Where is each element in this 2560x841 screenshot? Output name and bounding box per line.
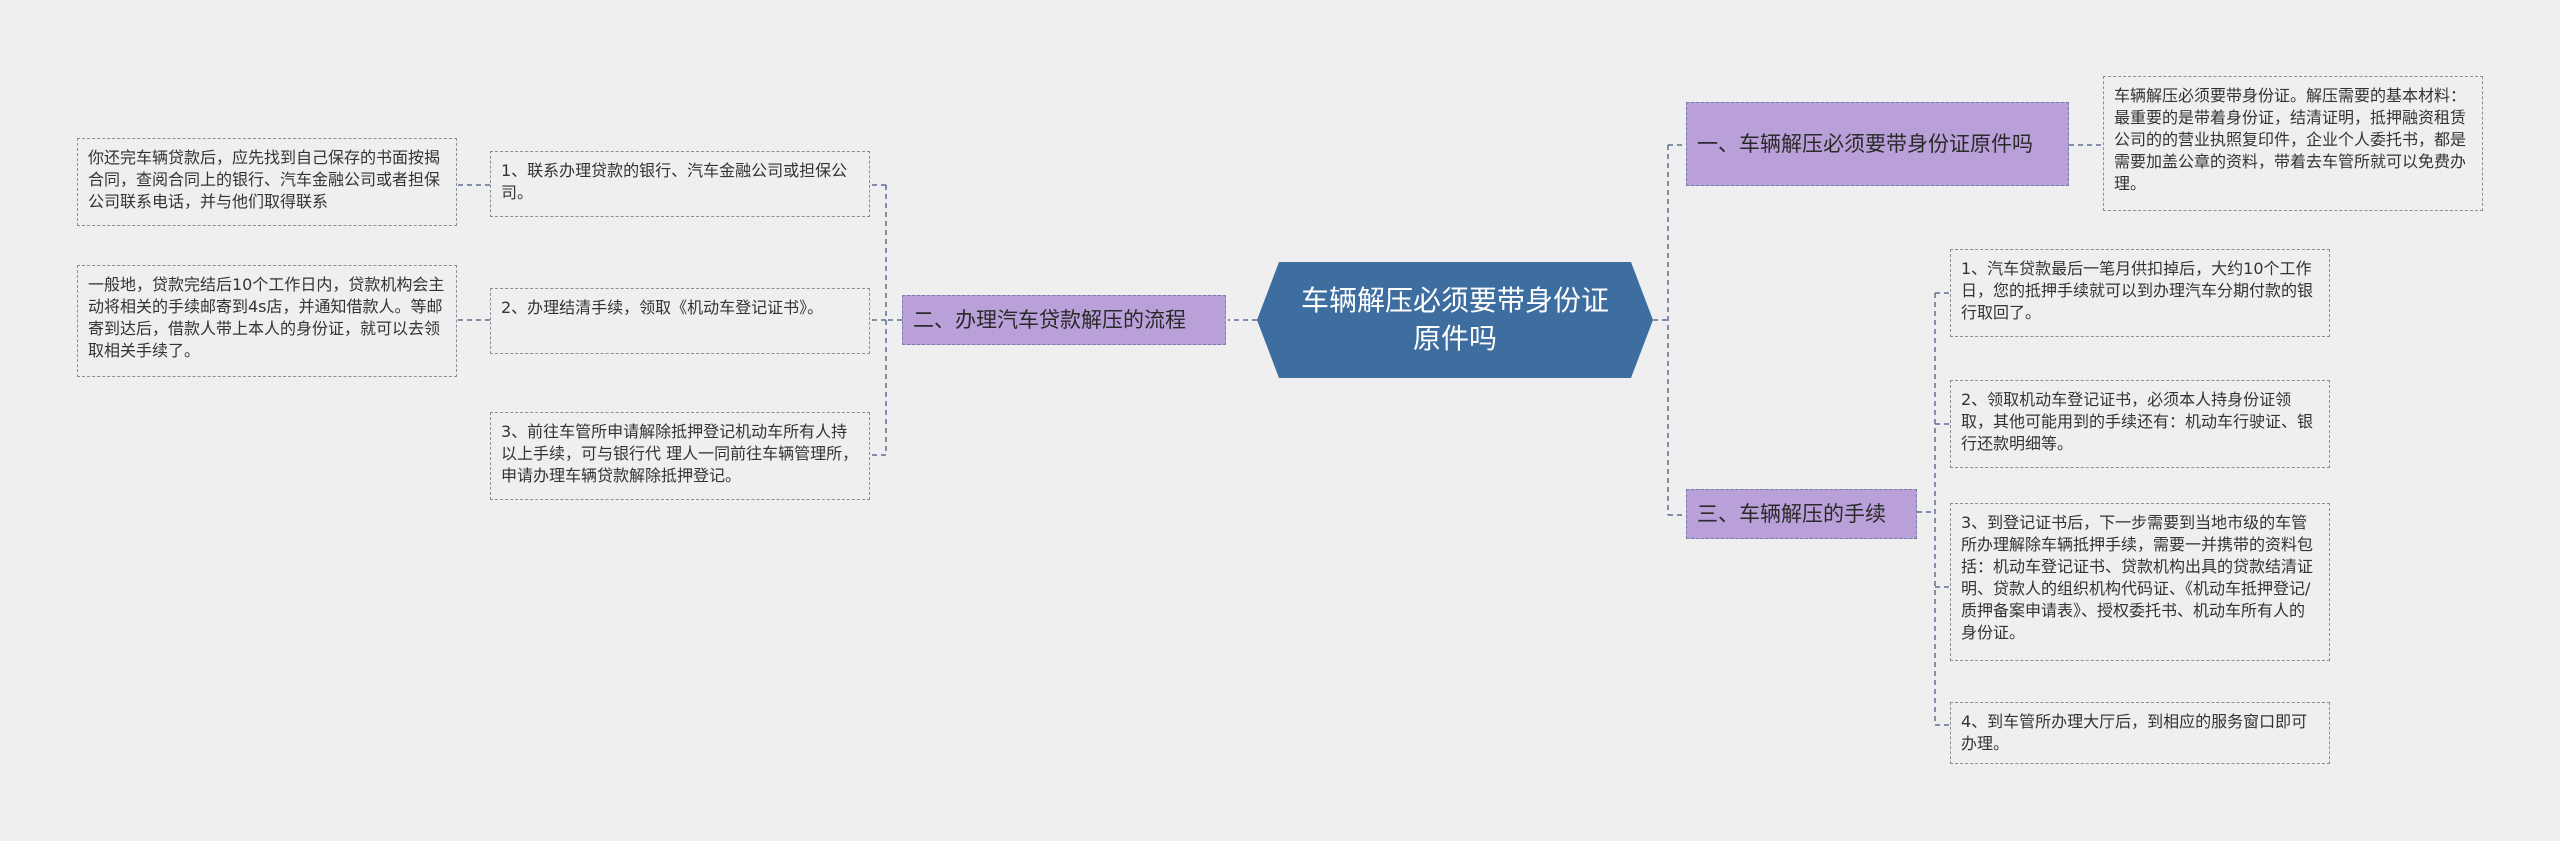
branch-id-card-required[interactable]: 一、车辆解压必须要带身份证原件吗: [1686, 102, 2069, 186]
leaf-step-contact-lender[interactable]: 1、联系办理贷款的银行、汽车金融公司或担保公司。: [490, 151, 870, 217]
branch-loan-release-process[interactable]: 二、办理汽车贷款解压的流程: [902, 295, 1226, 345]
connector-b2-leaves: [870, 184, 902, 456]
leaf-id-card-answer[interactable]: 车辆解压必须要带身份证。解压需要的基本材料：最重要的是带着身份证，结清证明，抵押…: [2103, 76, 2483, 211]
branch-release-procedures[interactable]: 三、车辆解压的手续: [1686, 489, 1917, 539]
leaf-step-dmv-release[interactable]: 3、前往车管所申请解除抵押登记机动车所有人持以上手续，可与银行代 理人一同前往车…: [490, 412, 870, 500]
central-topic[interactable]: 车辆解压必须要带身份证原件吗: [1257, 262, 1653, 378]
leaf-step-settle-loan[interactable]: 2、办理结清手续，领取《机动车登记证书》。: [490, 288, 870, 354]
connector-b3-leaves: [1917, 292, 1950, 726]
leaf-procedure-2[interactable]: 2、领取机动车登记证书，必须本人持身份证领取，其他可能用到的手续还有：机动车行驶…: [1950, 380, 2330, 468]
leaf-step-settle-loan-detail[interactable]: 一般地，贷款完结后10个工作日内，贷款机构会主动将相关的手续邮寄到4s店，并通知…: [77, 265, 457, 377]
leaf-step-contact-lender-detail[interactable]: 你还完车辆贷款后，应先找到自己保存的书面按揭合同，查阅合同上的银行、汽车金融公司…: [77, 138, 457, 226]
leaf-procedure-1[interactable]: 1、汽车贷款最后一笔月供扣掉后，大约10个工作日，您的抵押手续就可以到办理汽车分…: [1950, 249, 2330, 337]
leaf-procedure-4[interactable]: 4、到车管所办理大厅后，到相应的服务窗口即可办理。: [1950, 702, 2330, 764]
connector-root-right: [1653, 144, 1686, 516]
leaf-procedure-3[interactable]: 3、到登记证书后，下一步需要到当地市级的车管所办理解除车辆抵押手续，需要一并携带…: [1950, 503, 2330, 661]
